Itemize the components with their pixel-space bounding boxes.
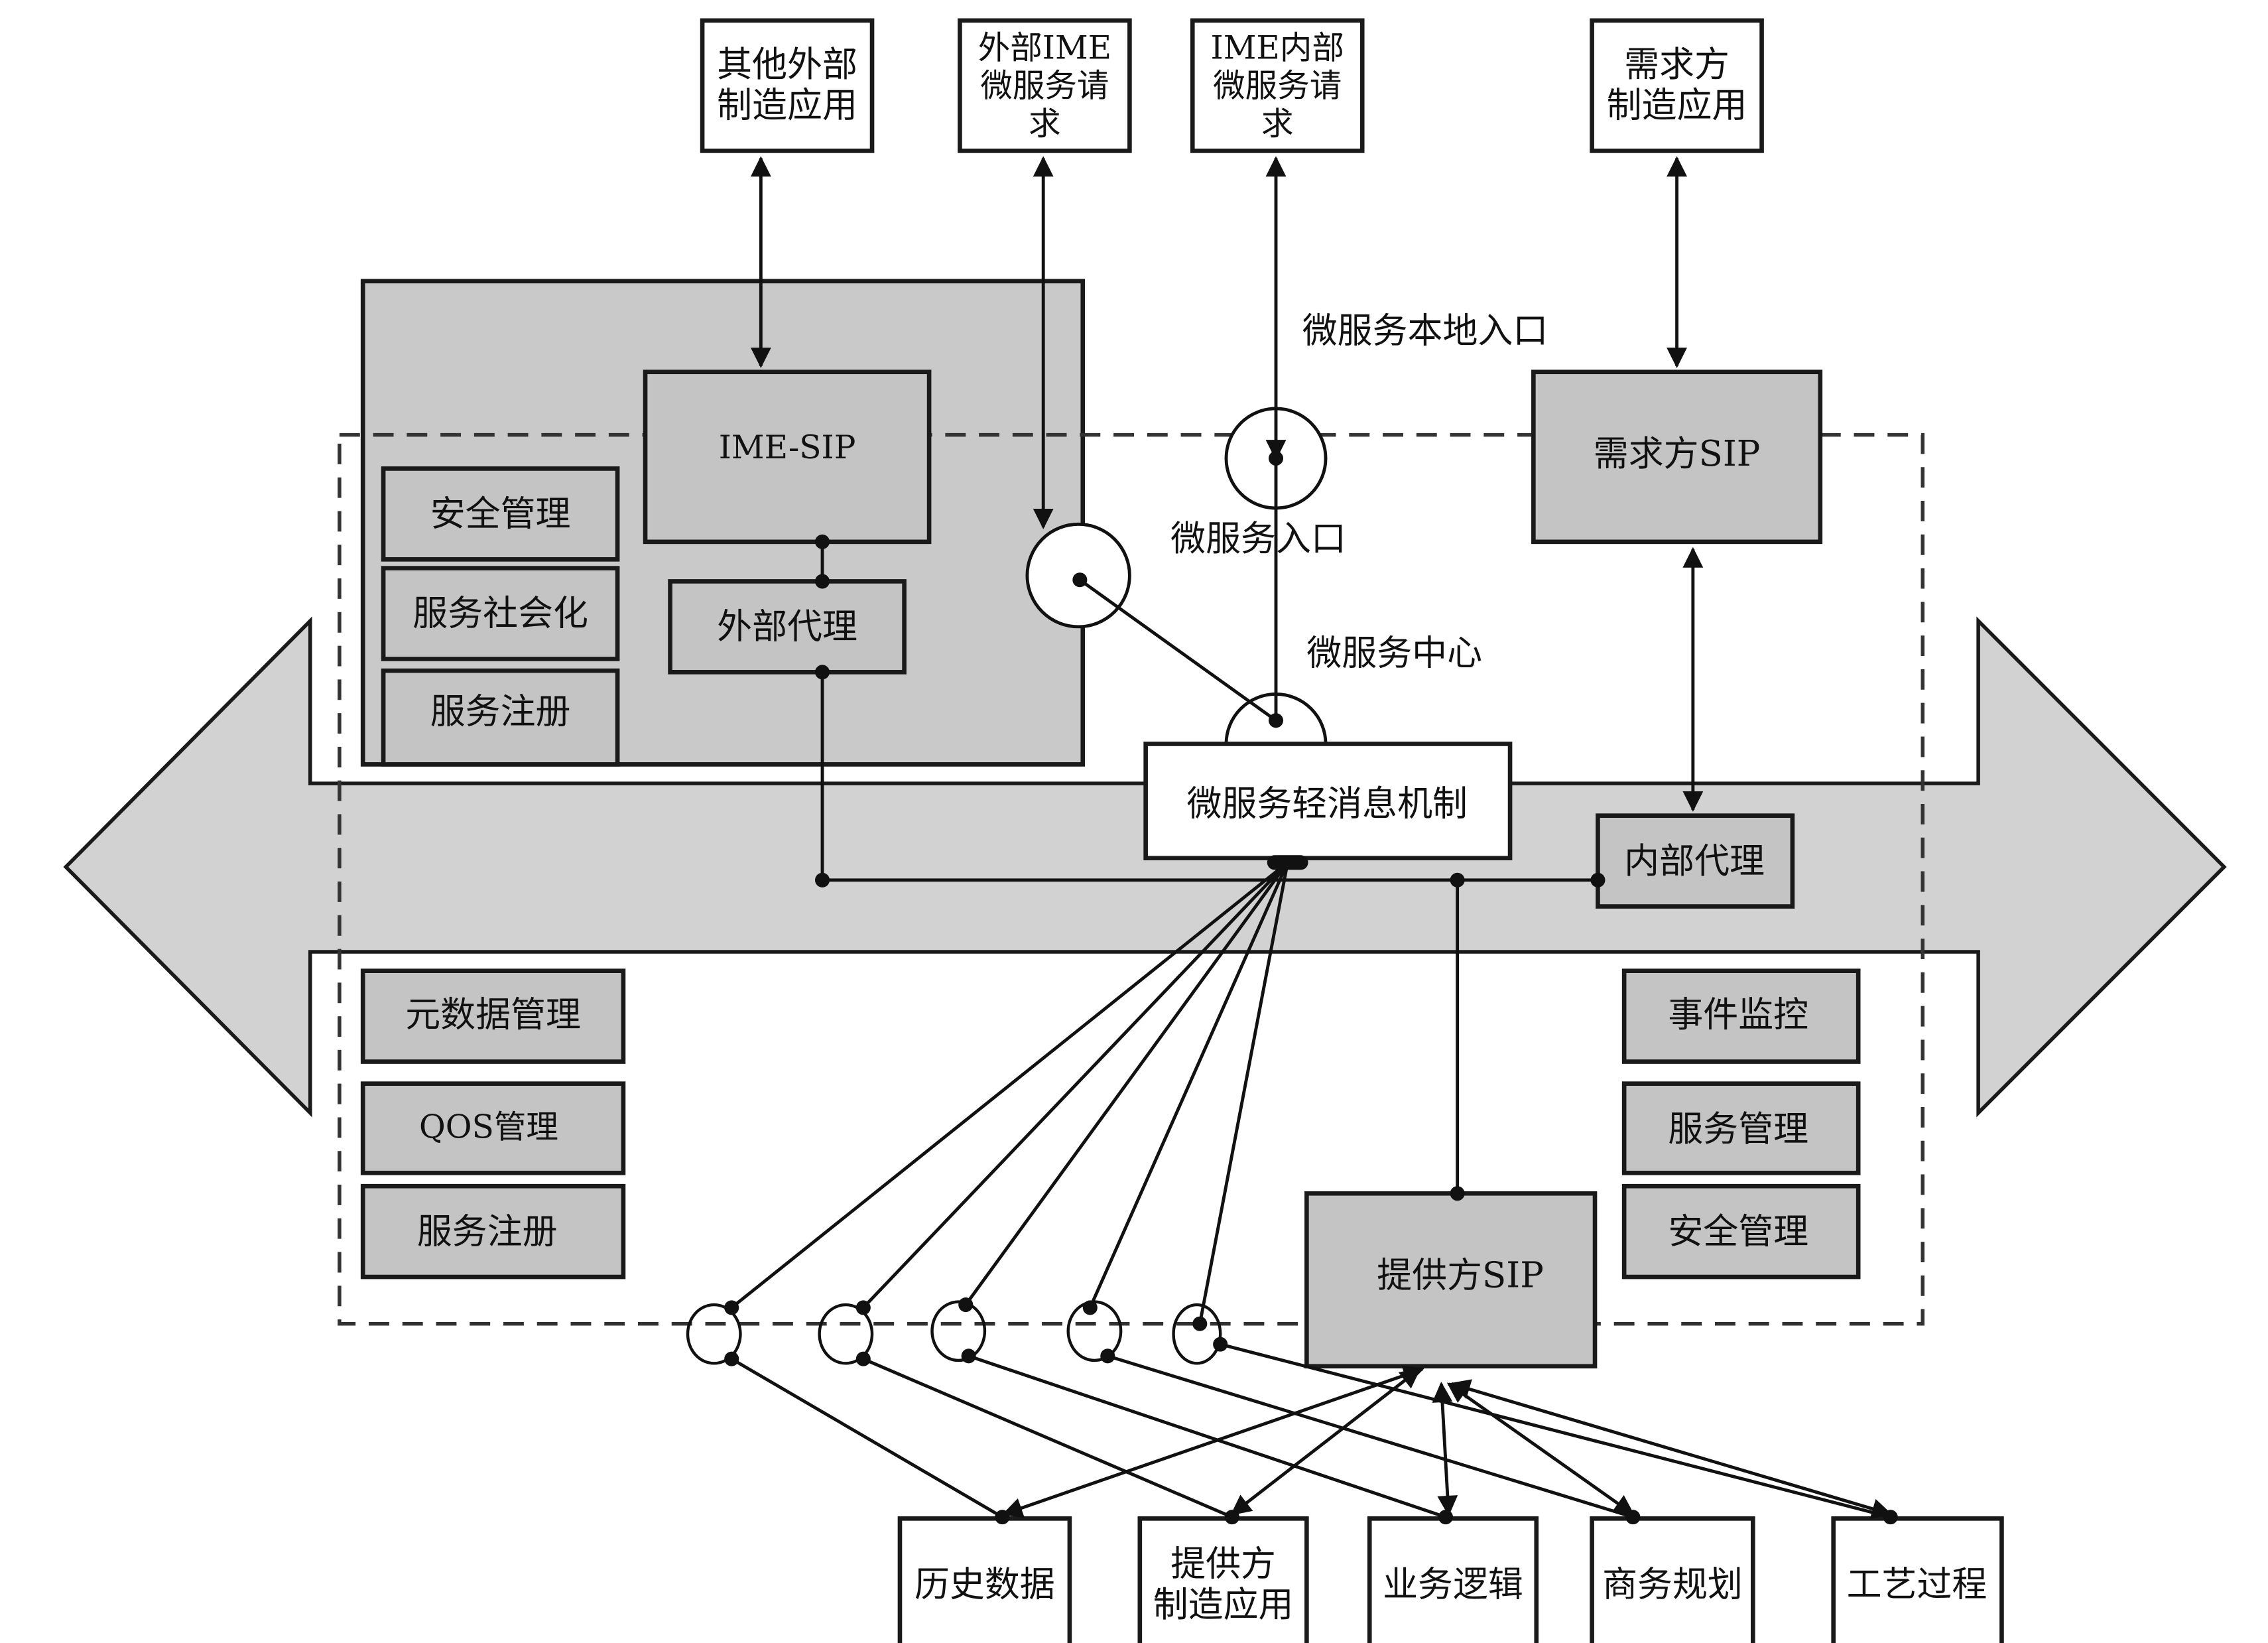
top-node-other-external-app[interactable]: 其他外部 制造应用 xyxy=(700,18,875,153)
module-metadata[interactable]: 元数据管理 xyxy=(360,968,626,1064)
label-line: 微服务请 xyxy=(1213,68,1342,105)
svg-text:求: 求 xyxy=(1029,105,1061,143)
module-label: 安全管理 xyxy=(430,494,571,535)
bottom-node-business-logic[interactable]: 业务逻辑 xyxy=(1367,1516,1539,1643)
internal-proxy-label: 内部代理 xyxy=(1624,841,1765,882)
module-service-management[interactable]: 服务管理 xyxy=(1621,1081,1861,1175)
ime-sip-label: IME-SIP xyxy=(719,429,856,466)
svg-text:制造应用: 制造应用 xyxy=(1607,86,1747,126)
svg-text:制造应用: 制造应用 xyxy=(1153,1585,1294,1625)
module-label: 安全管理 xyxy=(1668,1211,1808,1252)
port-circle xyxy=(1172,1303,1222,1365)
port-circle xyxy=(686,1303,742,1365)
svg-text:商务规划: 商务规划 xyxy=(1602,1564,1743,1605)
label-line: 需求方 xyxy=(1624,44,1730,85)
local-entry-label: 微服务本地入口 xyxy=(1302,311,1548,352)
label-line: 制造应用 xyxy=(1607,86,1747,126)
svg-text:求: 求 xyxy=(1261,105,1294,143)
svg-text:历史数据: 历史数据 xyxy=(914,1564,1055,1605)
module-label: 事件监控 xyxy=(1668,995,1808,1035)
module-label: 服务管理 xyxy=(1668,1109,1808,1150)
svg-text:微服务请: 微服务请 xyxy=(980,68,1109,105)
provider-sip-node[interactable]: 提供方SIP xyxy=(1304,1191,1598,1369)
demander-sip-label: 需求方SIP xyxy=(1594,434,1761,474)
internal-proxy-node[interactable]: 内部代理 xyxy=(1596,813,1795,909)
ime-module-security[interactable]: 安全管理 xyxy=(381,466,620,562)
ime-module-registration[interactable]: 服务注册 xyxy=(381,668,620,767)
top-node-demander-app[interactable]: 需求方 制造应用 xyxy=(1590,18,1764,153)
module-label: 服务社会化 xyxy=(412,594,588,634)
svg-text:外部IME: 外部IME xyxy=(978,29,1111,66)
svg-text:制造应用: 制造应用 xyxy=(717,86,857,126)
bus-double-arrow xyxy=(63,616,2227,1118)
module-event-monitoring[interactable]: 事件监控 xyxy=(1621,968,1861,1064)
bottom-node-provider-app[interactable]: 提供方 制造应用 xyxy=(1137,1516,1309,1643)
svg-text:工艺过程: 工艺过程 xyxy=(1847,1564,1987,1605)
platform-boundary-dashed xyxy=(338,432,1925,1326)
label-line: 求 xyxy=(1029,105,1061,143)
label-line: 制造应用 xyxy=(717,86,857,126)
message-mechanism-label: 微服务轻消息机制 xyxy=(1186,784,1468,824)
module-label: 元数据管理 xyxy=(405,995,581,1035)
bottom-node-history-data[interactable]: 历史数据 xyxy=(897,1516,1072,1643)
label-line: 商务规划 xyxy=(1602,1564,1743,1605)
module-registration[interactable]: 服务注册 xyxy=(360,1183,626,1280)
module-label: 服务注册 xyxy=(430,692,571,732)
svg-text:其他外部: 其他外部 xyxy=(717,44,857,85)
message-mechanism-node[interactable]: 微服务轻消息机制 xyxy=(1143,742,1513,861)
label-line: 工艺过程 xyxy=(1847,1564,1987,1605)
label-line: IME内部 xyxy=(1211,29,1344,66)
label-line: 提供方 xyxy=(1170,1544,1276,1584)
module-qos[interactable]: QOS管理 xyxy=(360,1081,626,1175)
svg-text:业务逻辑: 业务逻辑 xyxy=(1383,1564,1523,1605)
module-label: QOS管理 xyxy=(419,1108,558,1146)
external-proxy-label: 外部代理 xyxy=(717,607,857,647)
top-node-ime-internal-request[interactable]: IME内部 微服务请 求 xyxy=(1190,18,1365,153)
junction-dots xyxy=(724,450,1898,1525)
svg-text:需求方: 需求方 xyxy=(1624,44,1730,85)
svg-text:提供方: 提供方 xyxy=(1170,1544,1276,1584)
label-line: 求 xyxy=(1261,105,1294,143)
provider-sip-label: 提供方SIP xyxy=(1377,1256,1544,1296)
svg-text:微服务请: 微服务请 xyxy=(1213,68,1342,105)
label-line: 微服务请 xyxy=(980,68,1109,105)
center-label: 微服务中心 xyxy=(1306,633,1482,673)
label-line: 外部IME xyxy=(978,29,1111,66)
ime-sip-node[interactable]: IME-SIP xyxy=(643,369,932,545)
service-port-circles xyxy=(686,1300,1222,1365)
svg-text:IME内部: IME内部 xyxy=(1211,29,1344,66)
ime-module-socialization[interactable]: 服务社会化 xyxy=(381,566,620,661)
entry-label: 微服务入口 xyxy=(1170,519,1346,559)
connectors xyxy=(730,156,1893,1519)
bottom-node-process[interactable]: 工艺过程 xyxy=(1831,1516,2004,1643)
external-proxy-node[interactable]: 外部代理 xyxy=(668,579,907,675)
module-label: 服务注册 xyxy=(417,1211,558,1252)
port-circle xyxy=(818,1303,874,1365)
label-line: 历史数据 xyxy=(914,1564,1055,1605)
demander-sip-node[interactable]: 需求方SIP xyxy=(1531,369,1823,545)
bottom-node-business-planning[interactable]: 商务规划 xyxy=(1590,1516,1755,1643)
label-line: 制造应用 xyxy=(1153,1585,1294,1625)
top-node-external-ime-request[interactable]: 外部IME 微服务请 求 xyxy=(958,18,1132,153)
port-circle xyxy=(930,1300,987,1362)
label-line: 业务逻辑 xyxy=(1383,1564,1523,1605)
module-security[interactable]: 安全管理 xyxy=(1621,1183,1861,1280)
label-line: 其他外部 xyxy=(717,44,857,85)
